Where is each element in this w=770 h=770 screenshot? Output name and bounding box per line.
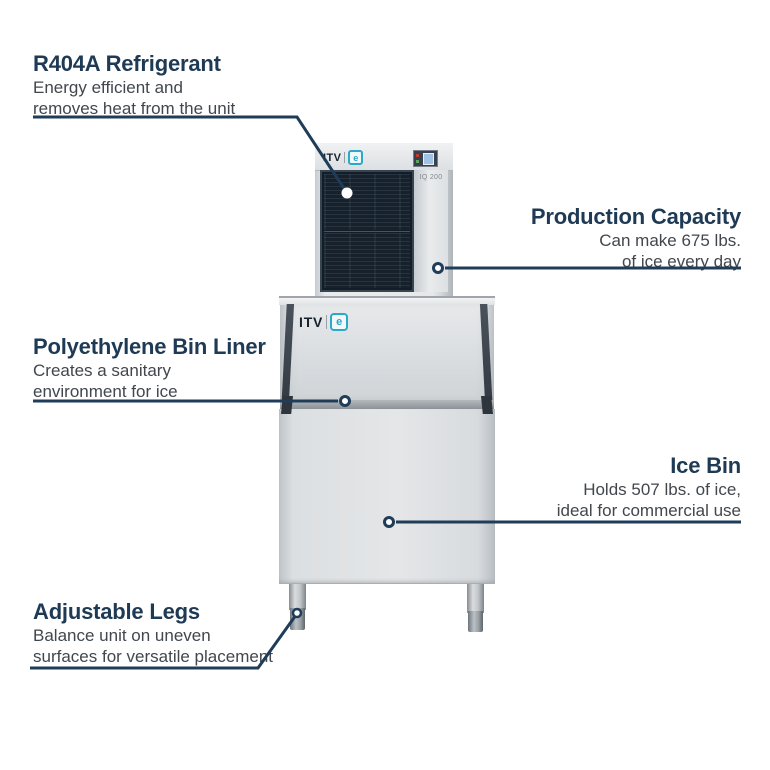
brand-divider bbox=[344, 152, 346, 163]
callout-description-line: Energy efficient and bbox=[33, 78, 183, 97]
callout-description-line: ideal for commercial use bbox=[556, 501, 741, 520]
callout-title: Production Capacity bbox=[530, 204, 741, 229]
door-rail-foot-right bbox=[481, 396, 493, 414]
callout-description-line: environment for ice bbox=[33, 382, 178, 401]
callout-ice-bin: Ice Bin Holds 507 lbs. of ice, ideal for… bbox=[557, 452, 741, 521]
callout-title: Adjustable Legs bbox=[33, 599, 200, 624]
adjustable-leg-left-foot bbox=[290, 608, 305, 630]
condenser-grille bbox=[320, 170, 414, 292]
callout-description-line: removes heat from the unit bbox=[33, 99, 236, 118]
brand-ice-icon: e bbox=[348, 150, 364, 165]
model-label: IQ 200 bbox=[419, 174, 443, 181]
callout-line-refrigerant bbox=[33, 115, 349, 194]
adjustable-leg-right bbox=[467, 584, 484, 613]
head-top-band: ITV e bbox=[315, 145, 453, 171]
bin-door: ITV e bbox=[280, 305, 494, 400]
grille-upper-section bbox=[324, 174, 410, 230]
green-indicator-light bbox=[416, 160, 419, 163]
ice-maker-head-unit: ITV e IQ 200 bbox=[315, 143, 453, 298]
adjustable-leg-right-foot bbox=[468, 611, 483, 632]
bin-front-panel bbox=[279, 409, 495, 584]
grille-divider bbox=[324, 230, 410, 232]
head-side-panel: IQ 200 bbox=[414, 170, 448, 292]
brand-divider bbox=[326, 315, 328, 329]
red-indicator-light bbox=[416, 154, 419, 157]
grille-lower-section bbox=[324, 232, 410, 288]
brand-name: ITV bbox=[323, 151, 342, 164]
brand-logo: ITV e bbox=[315, 150, 364, 165]
callout-adjustable-legs: Adjustable Legs Balance unit on uneven s… bbox=[33, 598, 273, 667]
callout-description-line: Creates a sanitary bbox=[33, 361, 171, 380]
callout-description-line: Holds 507 lbs. of ice, bbox=[583, 480, 741, 499]
callout-refrigerant: R404A Refrigerant Energy efficient and r… bbox=[33, 50, 235, 119]
control-panel bbox=[413, 150, 438, 167]
ice-storage-bin: ITV e bbox=[279, 296, 495, 585]
callout-production-capacity: Production Capacity Can make 675 lbs. of… bbox=[531, 203, 741, 272]
callout-description-line: surfaces for versatile placement bbox=[33, 647, 273, 666]
callout-description-line: Balance unit on uneven bbox=[33, 626, 211, 645]
brand-ice-icon: e bbox=[330, 313, 349, 331]
indicator-leds bbox=[416, 154, 419, 163]
callout-description-line: of ice every day bbox=[621, 252, 741, 271]
callout-title: Polyethylene Bin Liner bbox=[33, 334, 266, 359]
brand-logo: ITV e bbox=[299, 313, 349, 331]
display-screen bbox=[423, 152, 434, 165]
callout-title: R404A Refrigerant bbox=[33, 51, 221, 76]
callout-title: Ice Bin bbox=[670, 453, 741, 478]
callout-bin-liner: Polyethylene Bin Liner Creates a sanitar… bbox=[33, 333, 266, 402]
brand-name: ITV bbox=[299, 314, 324, 330]
bin-door-lip bbox=[280, 400, 494, 409]
adjustable-leg-left bbox=[289, 584, 306, 610]
bin-top-surface bbox=[279, 296, 495, 305]
callout-description-line: Can make 675 lbs. bbox=[599, 231, 741, 250]
door-rail-foot-left bbox=[281, 396, 293, 414]
